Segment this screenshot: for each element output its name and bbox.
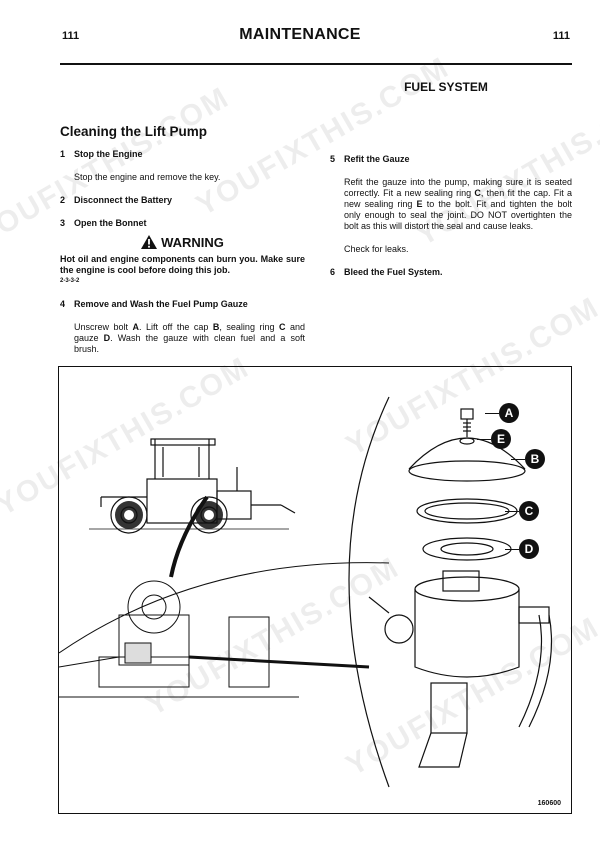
- warning-triangle-icon: [141, 235, 158, 249]
- text: Refit the gauze into the pump, making su…: [344, 177, 572, 198]
- engine-detail: [59, 562, 390, 698]
- page-number-left: 111: [62, 30, 80, 42]
- subsection-title: FUEL SYSTEM: [404, 80, 488, 94]
- figure-illustration: [59, 396, 553, 788]
- callout-label: C: [519, 501, 539, 521]
- step-title: Refit the Gauze: [344, 154, 410, 164]
- step-title: Bleed the Fuel System.: [344, 267, 443, 277]
- ref-letter: C: [474, 188, 481, 198]
- step-2-heading: 2 Disconnect the Battery: [60, 195, 305, 206]
- step-1-body: Stop the engine and remove the key.: [74, 172, 221, 182]
- text: , then fit the cap. Fit a new sealing ri…: [344, 188, 572, 209]
- step-6-heading: 6 Bleed the Fuel System.: [330, 267, 572, 278]
- step-title: Stop the Engine: [74, 149, 143, 159]
- text: to the bolt. Fit and tighten the bolt on…: [344, 199, 572, 231]
- left-column: Cleaning the Lift Pump 1 Stop the Engine…: [60, 124, 305, 367]
- text: . Lift off the cap: [139, 322, 213, 332]
- step-number: 6: [330, 267, 336, 277]
- article-title: Cleaning the Lift Pump: [60, 124, 207, 139]
- callout-label: A: [499, 403, 519, 423]
- step-number: 2: [60, 195, 66, 205]
- step-1-heading: 1 Stop the Engine: [60, 149, 305, 160]
- text: and gauze: [74, 322, 305, 343]
- figure-id: 160600: [537, 800, 561, 807]
- step-title: Open the Bonnet: [74, 218, 147, 228]
- step-number: 4: [60, 299, 66, 309]
- right-column: 5 Refit the Gauze Refit the gauze into t…: [330, 154, 572, 290]
- warning-heading: WARNING: [60, 235, 305, 249]
- header-rule: [60, 63, 572, 65]
- step-number: 1: [60, 149, 66, 159]
- magnifier-outline: [348, 396, 390, 788]
- callout-label: D: [519, 539, 539, 559]
- text: Unscrew bolt: [74, 322, 133, 332]
- ref-letter: B: [212, 322, 220, 332]
- step-4-body: Unscrew bolt A. Lift off the cap B, seal…: [74, 322, 305, 355]
- step-number: 5: [330, 154, 336, 164]
- callout-a: A: [485, 403, 519, 423]
- callout-c: C: [505, 501, 539, 521]
- text: . Wash the gauze with clean fuel and a s…: [74, 333, 305, 354]
- page-number-right: 111: [552, 30, 570, 42]
- step-4-heading: 4 Remove and Wash the Fuel Pump Gauze: [60, 299, 305, 310]
- ref-letter: A: [132, 322, 140, 332]
- leader-line: [169, 495, 209, 578]
- step-5-check: Check for leaks.: [344, 244, 409, 254]
- tractor-wheels: [115, 501, 223, 529]
- ref-letter: D: [103, 333, 111, 343]
- callout-e: E: [477, 429, 511, 449]
- callout-label: B: [525, 449, 545, 469]
- warning-title: WARNING: [161, 234, 224, 250]
- step-title: Disconnect the Battery: [74, 195, 173, 205]
- ref-letter: E: [416, 199, 423, 209]
- step-number: 3: [60, 218, 66, 228]
- callout-label: E: [491, 429, 511, 449]
- section-header: MAINTENANCE: [239, 26, 361, 43]
- pump-exploded-view: [368, 408, 553, 768]
- text: , sealing ring: [219, 322, 279, 332]
- warning-ref: 2-3-3-2: [60, 278, 80, 284]
- ref-letter: C: [278, 322, 286, 332]
- step-5-heading: 5 Refit the Gauze: [330, 154, 572, 165]
- warning-text: Hot oil and engine components can burn y…: [60, 254, 305, 275]
- callout-b: B: [511, 449, 545, 469]
- callout-d: D: [505, 539, 539, 559]
- step-3-heading: 3 Open the Bonnet: [60, 218, 305, 229]
- step-title: Remove and Wash the Fuel Pump Gauze: [74, 299, 248, 309]
- lift-pump-figure: A E B C D 160600: [58, 366, 572, 814]
- step-5-body: Refit the gauze into the pump, making su…: [344, 177, 572, 232]
